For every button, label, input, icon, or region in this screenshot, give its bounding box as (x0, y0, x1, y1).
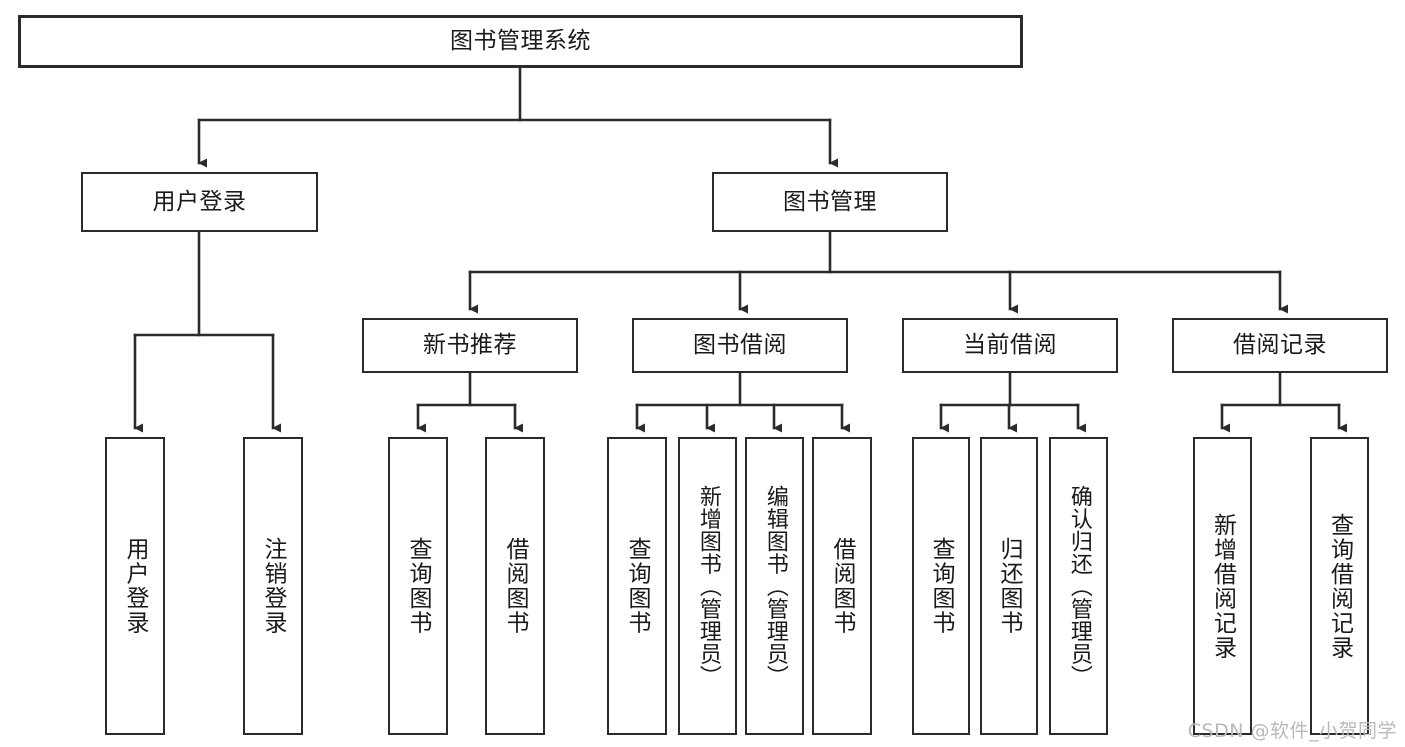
node-leaf-confirm-return[interactable]: 确认归还（管理员） (1049, 437, 1108, 735)
node-leaf-edit-book-label: 编辑图书（管理员） (762, 484, 788, 688)
node-leaf-query-book-1-label: 查询图书 (405, 537, 432, 635)
node-leaf-add-record-label: 新增借阅记录 (1209, 512, 1236, 660)
node-leaf-return-book[interactable]: 归还图书 (980, 437, 1038, 735)
node-leaf-query-record[interactable]: 查询借阅记录 (1310, 437, 1369, 735)
node-borrow-record[interactable]: 借阅记录 (1172, 318, 1388, 373)
node-leaf-query-record-label: 查询借阅记录 (1326, 512, 1353, 660)
node-leaf-query-book-1[interactable]: 查询图书 (388, 437, 448, 735)
node-user-login[interactable]: 用户登录 (81, 172, 318, 232)
node-leaf-borrow-book-1-label: 借阅图书 (502, 537, 529, 635)
node-borrow-record-label: 借阅记录 (1233, 332, 1327, 359)
node-leaf-edit-book[interactable]: 编辑图书（管理员） (745, 437, 804, 735)
node-book-borrow[interactable]: 图书借阅 (632, 318, 848, 373)
node-root[interactable]: 图书管理系统 (18, 15, 1023, 68)
node-leaf-return-book-label: 归还图书 (996, 537, 1023, 635)
node-leaf-query-book-3-label: 查询图书 (928, 537, 955, 635)
node-leaf-user-login-label: 用户登录 (122, 537, 149, 635)
node-leaf-add-book-label: 新增图书（管理员） (695, 484, 721, 688)
node-new-book-rec[interactable]: 新书推荐 (362, 318, 578, 373)
node-leaf-user-login[interactable]: 用户登录 (105, 437, 165, 735)
node-leaf-query-book-3[interactable]: 查询图书 (912, 437, 970, 735)
node-user-login-label: 用户登录 (152, 188, 247, 215)
node-current-borrow-label: 当前借阅 (963, 332, 1057, 359)
node-leaf-borrow-book-2[interactable]: 借阅图书 (812, 437, 872, 735)
node-new-book-rec-label: 新书推荐 (423, 332, 517, 359)
node-leaf-query-book-2-label: 查询图书 (624, 537, 651, 635)
node-leaf-logout[interactable]: 注销登录 (243, 437, 303, 735)
node-leaf-query-book-2[interactable]: 查询图书 (607, 437, 667, 735)
node-leaf-borrow-book-1[interactable]: 借阅图书 (485, 437, 545, 735)
node-book-manage-label: 图书管理 (783, 188, 877, 215)
node-leaf-logout-label: 注销登录 (260, 537, 287, 635)
node-book-manage[interactable]: 图书管理 (712, 172, 948, 232)
node-current-borrow[interactable]: 当前借阅 (902, 318, 1118, 373)
node-leaf-borrow-book-2-label: 借阅图书 (829, 537, 856, 635)
node-root-label: 图书管理系统 (450, 28, 591, 55)
node-leaf-add-record[interactable]: 新增借阅记录 (1193, 437, 1252, 735)
node-book-borrow-label: 图书借阅 (693, 332, 787, 359)
node-leaf-add-book[interactable]: 新增图书（管理员） (678, 437, 737, 735)
node-leaf-confirm-return-label: 确认归还（管理员） (1066, 484, 1092, 688)
watermark-text: CSDN @软件_小贺同学 (1187, 720, 1397, 742)
